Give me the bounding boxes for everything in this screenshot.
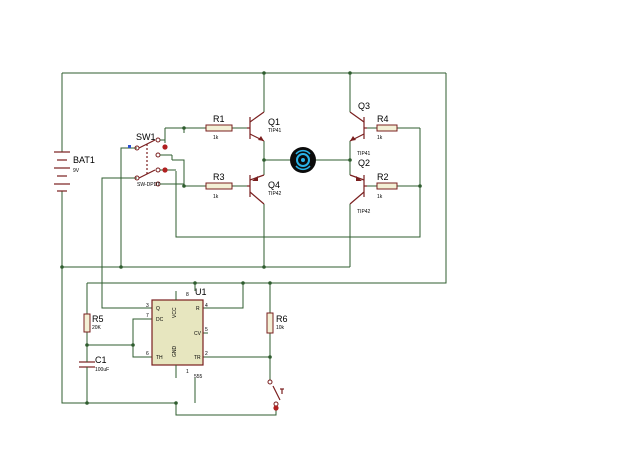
- r1-value: 1k: [213, 135, 219, 141]
- u1-pin-gnd: GND: [172, 346, 178, 358]
- sw1-value: SW-DPDT: [137, 182, 160, 188]
- u1-pinnum-8: 8: [186, 292, 189, 298]
- transistor-q4: Q4 TIP42: [247, 174, 282, 205]
- c1-ref: C1: [95, 355, 107, 365]
- capacitor-c1: C1 100uF: [79, 355, 109, 373]
- resistor-r2: R2 1k: [376, 172, 398, 200]
- u1-pinnum-5: 5: [205, 327, 208, 333]
- u1-pinnum-6: 6: [146, 351, 149, 357]
- u1-pinnum-7: 7: [146, 313, 149, 319]
- r1-ref: R1: [213, 114, 225, 124]
- switch-sw1[interactable]: SW1 SW-DPDT: [128, 132, 184, 188]
- c1-value: 100uF: [95, 367, 109, 373]
- r5-value: 20K: [92, 325, 102, 331]
- r2-value: 1k: [377, 194, 383, 200]
- u1-pinnum-4: 4: [205, 303, 208, 309]
- u1-ref: U1: [195, 287, 207, 297]
- r2-ref: R2: [377, 172, 389, 182]
- u1-pinnum-1: 1: [186, 369, 189, 375]
- resistor-r6: R6 10k: [266, 312, 288, 334]
- u1-pin-vcc: VCC: [172, 307, 178, 318]
- u1-pin-dc: DC: [156, 317, 164, 323]
- resistor-r3: R3 1k: [205, 172, 233, 200]
- r4-ref: R4: [377, 114, 389, 124]
- transistor-q2: Q2 TIP42: [349, 158, 371, 215]
- bat1-value: 9V: [73, 168, 80, 174]
- dc-motor-icon: [290, 147, 316, 173]
- r6-value: 10k: [276, 325, 285, 331]
- u1-pin-tr: TR: [194, 355, 201, 361]
- q3-value: TIP41: [357, 151, 371, 157]
- ic-555-u1: U1 555 Q DC TH R CV TR GND VCC 3 4 7 5 6…: [146, 287, 208, 380]
- u1-pinnum-2: 2: [205, 351, 208, 357]
- r3-value: 1k: [213, 194, 219, 200]
- u1-pin-th: TH: [156, 355, 163, 361]
- q4-value: TIP42: [268, 191, 282, 197]
- junctions: [60, 71, 422, 405]
- u1-pinnum-3: 3: [146, 303, 149, 309]
- r4-value: 1k: [377, 135, 383, 141]
- battery-bat1: BAT1 9V: [54, 151, 95, 192]
- u1-pin-r: R: [196, 306, 200, 312]
- resistor-r1: R1 1k: [205, 114, 233, 141]
- q2-ref: Q2: [358, 158, 370, 168]
- u1-value: 555: [194, 374, 203, 380]
- q3-ref: Q3: [358, 101, 370, 111]
- q2-value: TIP42: [357, 209, 371, 215]
- q4-ref: Q4: [268, 180, 280, 190]
- resistor-r4: R4 1k: [376, 114, 398, 141]
- r5-ref: R5: [92, 314, 104, 324]
- transistor-q3: Q3 TIP41: [349, 101, 371, 157]
- q1-ref: Q1: [268, 117, 280, 127]
- q1-value: TIP41: [268, 128, 282, 134]
- transistor-q1: Q1 TIP41: [247, 111, 282, 142]
- resistor-r5: R5 20K: [83, 313, 104, 333]
- push-button[interactable]: [267, 379, 284, 411]
- u1-pin-cv: CV: [194, 331, 202, 337]
- r3-ref: R3: [213, 172, 225, 182]
- bat1-ref: BAT1: [73, 155, 95, 165]
- u1-pin-q: Q: [156, 306, 160, 312]
- wires: [61, 72, 447, 416]
- r6-ref: R6: [276, 314, 288, 324]
- sw1-ref: SW1: [136, 132, 156, 142]
